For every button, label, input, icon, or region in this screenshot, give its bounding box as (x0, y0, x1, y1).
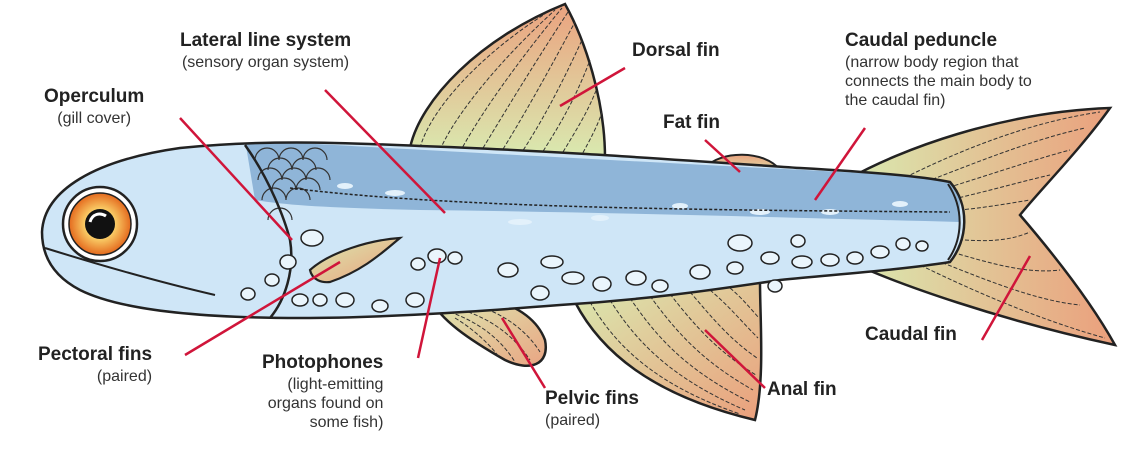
pelvic-fins-sub: (paired) (545, 411, 601, 429)
label-caudal-fin: Caudal fin (865, 324, 957, 347)
label-caudal-peduncle: Caudal peduncle (narrow body region that… (845, 30, 1032, 110)
leader-caudal-fin (980, 255, 1032, 341)
caudal-fin-title: Caudal fin (865, 324, 957, 345)
leader-anal-fin (704, 329, 766, 389)
photophones-sub1: (light-emitting (287, 375, 384, 393)
leader-pectoral-fins (184, 260, 341, 357)
caudal-peduncle-title: Caudal peduncle (845, 30, 998, 51)
leader-pelvic-fins (500, 317, 547, 389)
caudal-peduncle-sub1: (narrow body region that (845, 53, 1019, 71)
lateral-line-title: Lateral line system (180, 30, 352, 51)
fish-body (40, 141, 966, 320)
pectoral-fin-shape (308, 236, 404, 284)
fat-fin-title: Fat fin (663, 112, 720, 133)
label-pectoral-fins: Pectoral fins (paired) (38, 344, 152, 386)
leader-dorsal-fin (559, 66, 626, 108)
label-operculum: Operculum (gill cover) (44, 86, 144, 128)
caudal-peduncle-sub2: connects the main body to (845, 72, 1032, 90)
caudal-fin-shape (848, 106, 1118, 347)
photophones-title: Photophones (262, 352, 384, 373)
dorsal-fin-rays (419, 7, 603, 159)
leader-caudal-peduncle (813, 127, 867, 201)
label-pelvic-fins: Pelvic fins (paired) (545, 388, 639, 430)
operculum-title: Operculum (44, 86, 145, 107)
leader-fat-fin (704, 139, 741, 173)
label-lateral-line: Lateral line system (sensory organ syste… (180, 30, 351, 72)
dorsal-fin-title: Dorsal fin (632, 40, 720, 61)
operculum-sub: (gill cover) (57, 109, 132, 127)
lateral-line-sub: (sensory organ system) (181, 53, 350, 71)
mouth-line (44, 247, 216, 296)
pelvic-fins-title: Pelvic fins (545, 388, 639, 409)
leader-operculum (179, 117, 293, 241)
label-photophones: Photophones (light-emitting organs found… (262, 352, 383, 432)
pectoral-fins-title: Pectoral fins (38, 344, 153, 365)
pectoral-fins-sub: (paired) (96, 367, 153, 385)
leader-lateral-line (324, 89, 446, 214)
label-fat-fin: Fat fin (663, 112, 720, 135)
photophore-spots (240, 229, 929, 313)
leader-lines (179, 66, 1032, 389)
label-anal-fin: Anal fin (767, 379, 837, 402)
label-dorsal-fin: Dorsal fin (632, 40, 720, 63)
photophones-sub3: some fish) (309, 414, 384, 432)
photophones-sub2: organs found on (267, 394, 384, 412)
anal-fin-title: Anal fin (767, 379, 837, 400)
caudal-peduncle-sub3: the caudal fin) (845, 92, 946, 110)
lateral-line (289, 187, 951, 213)
leader-photophones (416, 257, 442, 359)
dorsal-fin-shape (408, 2, 607, 160)
eye (61, 185, 139, 263)
